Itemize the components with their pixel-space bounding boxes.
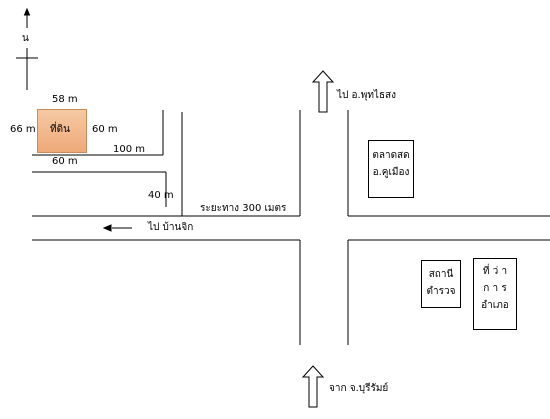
district-office-box: ที่ ว่ า ก า ร อำเภอ <box>473 258 517 330</box>
market-box: ตลาดสด อ.คูเมือง <box>368 140 414 198</box>
arrow-left-icon <box>102 224 132 232</box>
market-line-1: ตลาดสด <box>372 150 410 161</box>
police-station-box: สถานี ตำรวจ <box>421 260 461 308</box>
to-phutthaisong-label: ไป อ.พุทไธสง <box>337 90 397 101</box>
district-line-1: ที่ ว่ า <box>482 266 508 277</box>
district-line-3: อำเภอ <box>481 300 509 311</box>
police-line-1: สถานี <box>428 269 454 280</box>
road-100m-label: 100 m <box>113 144 146 155</box>
arrow-up-south-icon <box>301 365 325 408</box>
market-line-2: อ.คูเมือง <box>372 167 410 178</box>
arrow-up-north-icon <box>311 70 335 113</box>
from-buriram-label: จาก จ.บุรีรัมย์ <box>329 383 389 394</box>
plot-left-dimension: 66 m <box>10 124 36 135</box>
plot-bottom-dimension: 60 m <box>52 156 78 167</box>
plot-right-dimension: 60 m <box>92 124 118 135</box>
district-line-2: ก า ร <box>483 283 507 294</box>
road-40m-label: 40 m <box>148 190 174 201</box>
north-label: น <box>22 33 29 44</box>
land-plot <box>37 109 87 153</box>
road-lines <box>32 110 550 345</box>
to-ban-chik-label: ไป บ้านจิก <box>148 222 194 233</box>
distance-300m-label: ระยะทาง 300 เมตร <box>200 203 287 214</box>
plot-top-dimension: 58 m <box>52 94 78 105</box>
plot-label: ที่ดิน <box>50 124 70 135</box>
north-arrow-icon <box>16 7 38 90</box>
police-line-2: ตำรวจ <box>426 286 456 297</box>
